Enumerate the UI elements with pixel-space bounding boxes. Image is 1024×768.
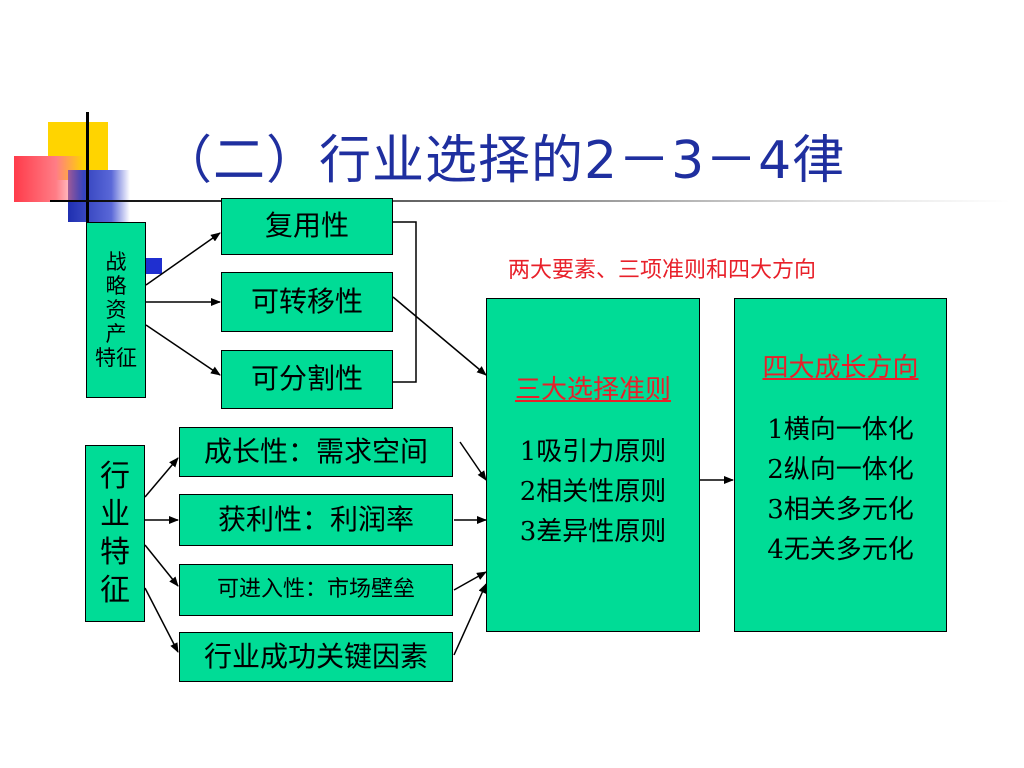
asset-item-divisibility: 可分割性 [221,350,393,409]
industry-label-box: 行 业 特 征 [85,445,145,622]
criteria-box: 三大选择准则 1吸引力原则 2相关性原则 3差异性原则 [486,298,700,632]
asset-item-transferability: 可转移性 [221,272,393,332]
industry-item-profitability: 获利性：利润率 [179,494,453,546]
arrow-growth-to-criteria [459,441,487,481]
arrow-industry-4 [144,587,179,653]
criteria-item: 1吸引力原则 [519,437,667,467]
industry-item-key-success-factors: 行业成功关键因素 [179,632,453,682]
deco-red-square [14,156,84,202]
industry-label-line: 业 [100,496,130,532]
directions-heading: 四大成长方向 [762,353,919,383]
strategic-assets-label-line: 产 [105,322,127,346]
page-title: （二）行业选择的2－3－4律 [160,131,846,191]
page-subtitle: 两大要素、三项准则和四大方向 [508,258,817,283]
asset-item-reusability: 复用性 [221,198,393,255]
criteria-item: 3差异性原则 [519,517,667,547]
asset-bracket [393,221,417,383]
arrow-industry-1 [144,457,179,498]
directions-item: 1横向一体化 [767,415,914,445]
industry-item-entry: 可进入性：市场壁垒 [179,564,453,616]
industry-label-line: 征 [100,572,130,608]
criteria-heading: 三大选择准则 [514,375,671,405]
industry-label-line: 行 [100,458,130,494]
deco-bullet-square [146,258,162,274]
industry-label-line: 特 [100,534,130,570]
deco-horizontal-line [50,200,1010,202]
strategic-assets-label-line: 特征 [95,346,137,370]
directions-box: 四大成长方向 1横向一体化 2纵向一体化 3相关多元化 4无关多元化 [734,298,947,632]
directions-item: 2纵向一体化 [767,455,914,485]
arrow-asset-1 [145,232,221,286]
arrow-asset-3 [145,324,221,376]
directions-item: 3相关多元化 [767,495,914,525]
arrow-entry-to-criteria [453,571,487,591]
arrow-industry-3 [144,544,179,587]
criteria-item: 2相关性原则 [519,477,667,507]
arrow-ksf-to-criteria [453,583,487,656]
strategic-assets-label-line: 战 [105,250,127,274]
strategic-assets-label-line: 略 [105,274,127,298]
deco-vertical-line [86,112,89,230]
strategic-assets-label-line: 资 [105,298,127,322]
industry-item-growth: 成长性：需求空间 [179,427,453,477]
directions-item: 4无关多元化 [767,535,914,565]
arrow-assets-to-criteria [392,296,487,376]
strategic-assets-label-box: 战 略 资 产 特征 [86,222,146,398]
